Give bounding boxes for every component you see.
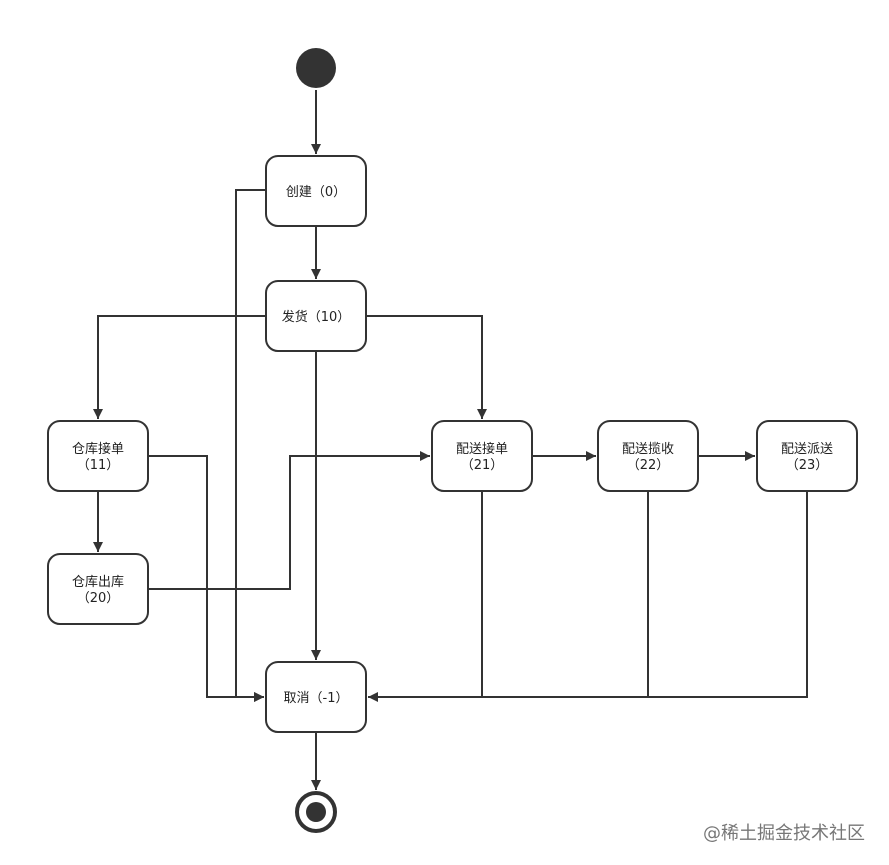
state-delivery-accept: 配送接单 （21） xyxy=(431,420,533,492)
state-delivery-accept-code: （21） xyxy=(461,458,504,473)
state-delivery-dispatch-code: （23） xyxy=(786,458,829,473)
state-warehouse-accept: 仓库接单 （11） xyxy=(47,420,149,492)
end-node xyxy=(295,791,337,833)
edge-warehouse-accept-to-cancelled xyxy=(148,455,264,702)
state-delivery-pickup-code: （22） xyxy=(627,458,670,473)
end-node-dot xyxy=(306,802,326,822)
state-warehouse-out: 仓库出库 （20） xyxy=(47,553,149,625)
state-created: 创建（0） xyxy=(265,155,367,227)
edge-delivery-dispatch-to-cancelled xyxy=(368,491,808,702)
state-delivery-dispatch-name: 配送派送 xyxy=(781,442,833,457)
watermark: @稀土掘金技术社区 xyxy=(703,823,865,844)
state-warehouse-accept-name: 仓库接单 xyxy=(72,441,124,457)
state-delivery-accept-name: 配送接单 xyxy=(456,441,508,457)
edge-shipped-to-warehouse-accept xyxy=(93,315,266,419)
state-cancelled-label: 取消（-1） xyxy=(284,691,349,706)
state-warehouse-accept-code: （11） xyxy=(77,458,120,473)
state-delivery-pickup: 配送揽收 （22） xyxy=(597,420,699,492)
start-node xyxy=(296,48,336,88)
edge-created-to-cancelled xyxy=(235,189,266,702)
state-cancelled: 取消（-1） xyxy=(265,661,367,733)
state-delivery-dispatch: 配送派送 （23） xyxy=(756,420,858,492)
edge-shipped-to-delivery-accept xyxy=(366,315,487,419)
state-created-label: 创建（0） xyxy=(286,185,346,200)
state-shipped-label: 发货（10） xyxy=(282,309,351,325)
edge-warehouse-out-to-delivery-accept xyxy=(148,451,430,590)
state-warehouse-out-name: 仓库出库 xyxy=(72,574,124,590)
state-delivery-pickup-name: 配送揽收 xyxy=(622,441,674,457)
state-shipped: 发货（10） xyxy=(265,280,367,352)
edges xyxy=(93,90,808,790)
state-warehouse-out-code: （20） xyxy=(77,591,120,606)
